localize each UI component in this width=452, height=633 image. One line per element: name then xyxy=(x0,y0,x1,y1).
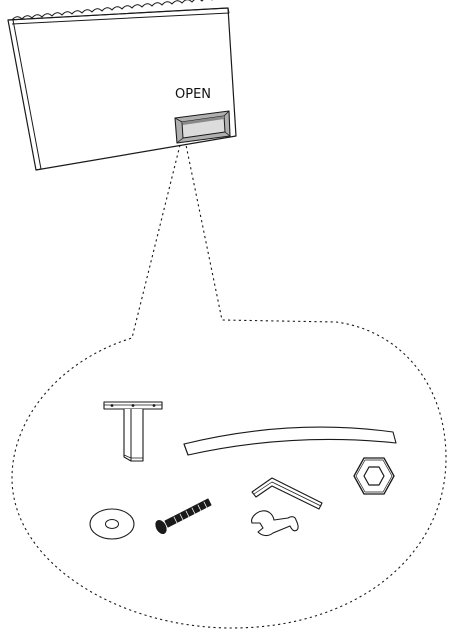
flat-washer xyxy=(89,508,135,540)
screw xyxy=(155,498,212,535)
compartment-shadow xyxy=(182,116,224,125)
compartment-side xyxy=(174,110,231,144)
t-bracket-hole-right xyxy=(152,404,156,407)
spanner-wrench-body xyxy=(251,510,299,537)
allen-key-body xyxy=(251,477,323,510)
t-bracket-hole-left xyxy=(110,404,114,407)
screw-shaft xyxy=(164,498,212,528)
curved-strip-edge xyxy=(183,443,189,456)
hex-nut xyxy=(353,457,395,495)
panel-scalloped-rim xyxy=(11,0,213,21)
t-bracket-foot xyxy=(123,454,144,459)
t-bracket-hole-mid xyxy=(131,404,135,407)
flat-washer-inner xyxy=(105,519,119,529)
t-bracket xyxy=(103,401,163,462)
curved-strip xyxy=(183,426,397,456)
t-bracket-post xyxy=(123,408,144,462)
allen-key-ridge xyxy=(253,481,322,507)
hex-nut-outer-rim xyxy=(355,459,393,493)
screw-head xyxy=(155,519,167,535)
hardware-parts xyxy=(89,401,397,540)
panel-top-edge xyxy=(7,7,230,25)
spanner-wrench xyxy=(251,510,299,537)
hex-nut-inner xyxy=(363,466,385,486)
open-label: OPEN xyxy=(175,87,211,102)
callout-outline xyxy=(11,144,447,629)
screw-threads xyxy=(173,501,208,524)
storage-compartment[interactable] xyxy=(174,110,231,144)
device-panel: OPEN xyxy=(7,0,237,171)
allen-key xyxy=(251,477,323,510)
curved-strip-body xyxy=(183,426,397,456)
